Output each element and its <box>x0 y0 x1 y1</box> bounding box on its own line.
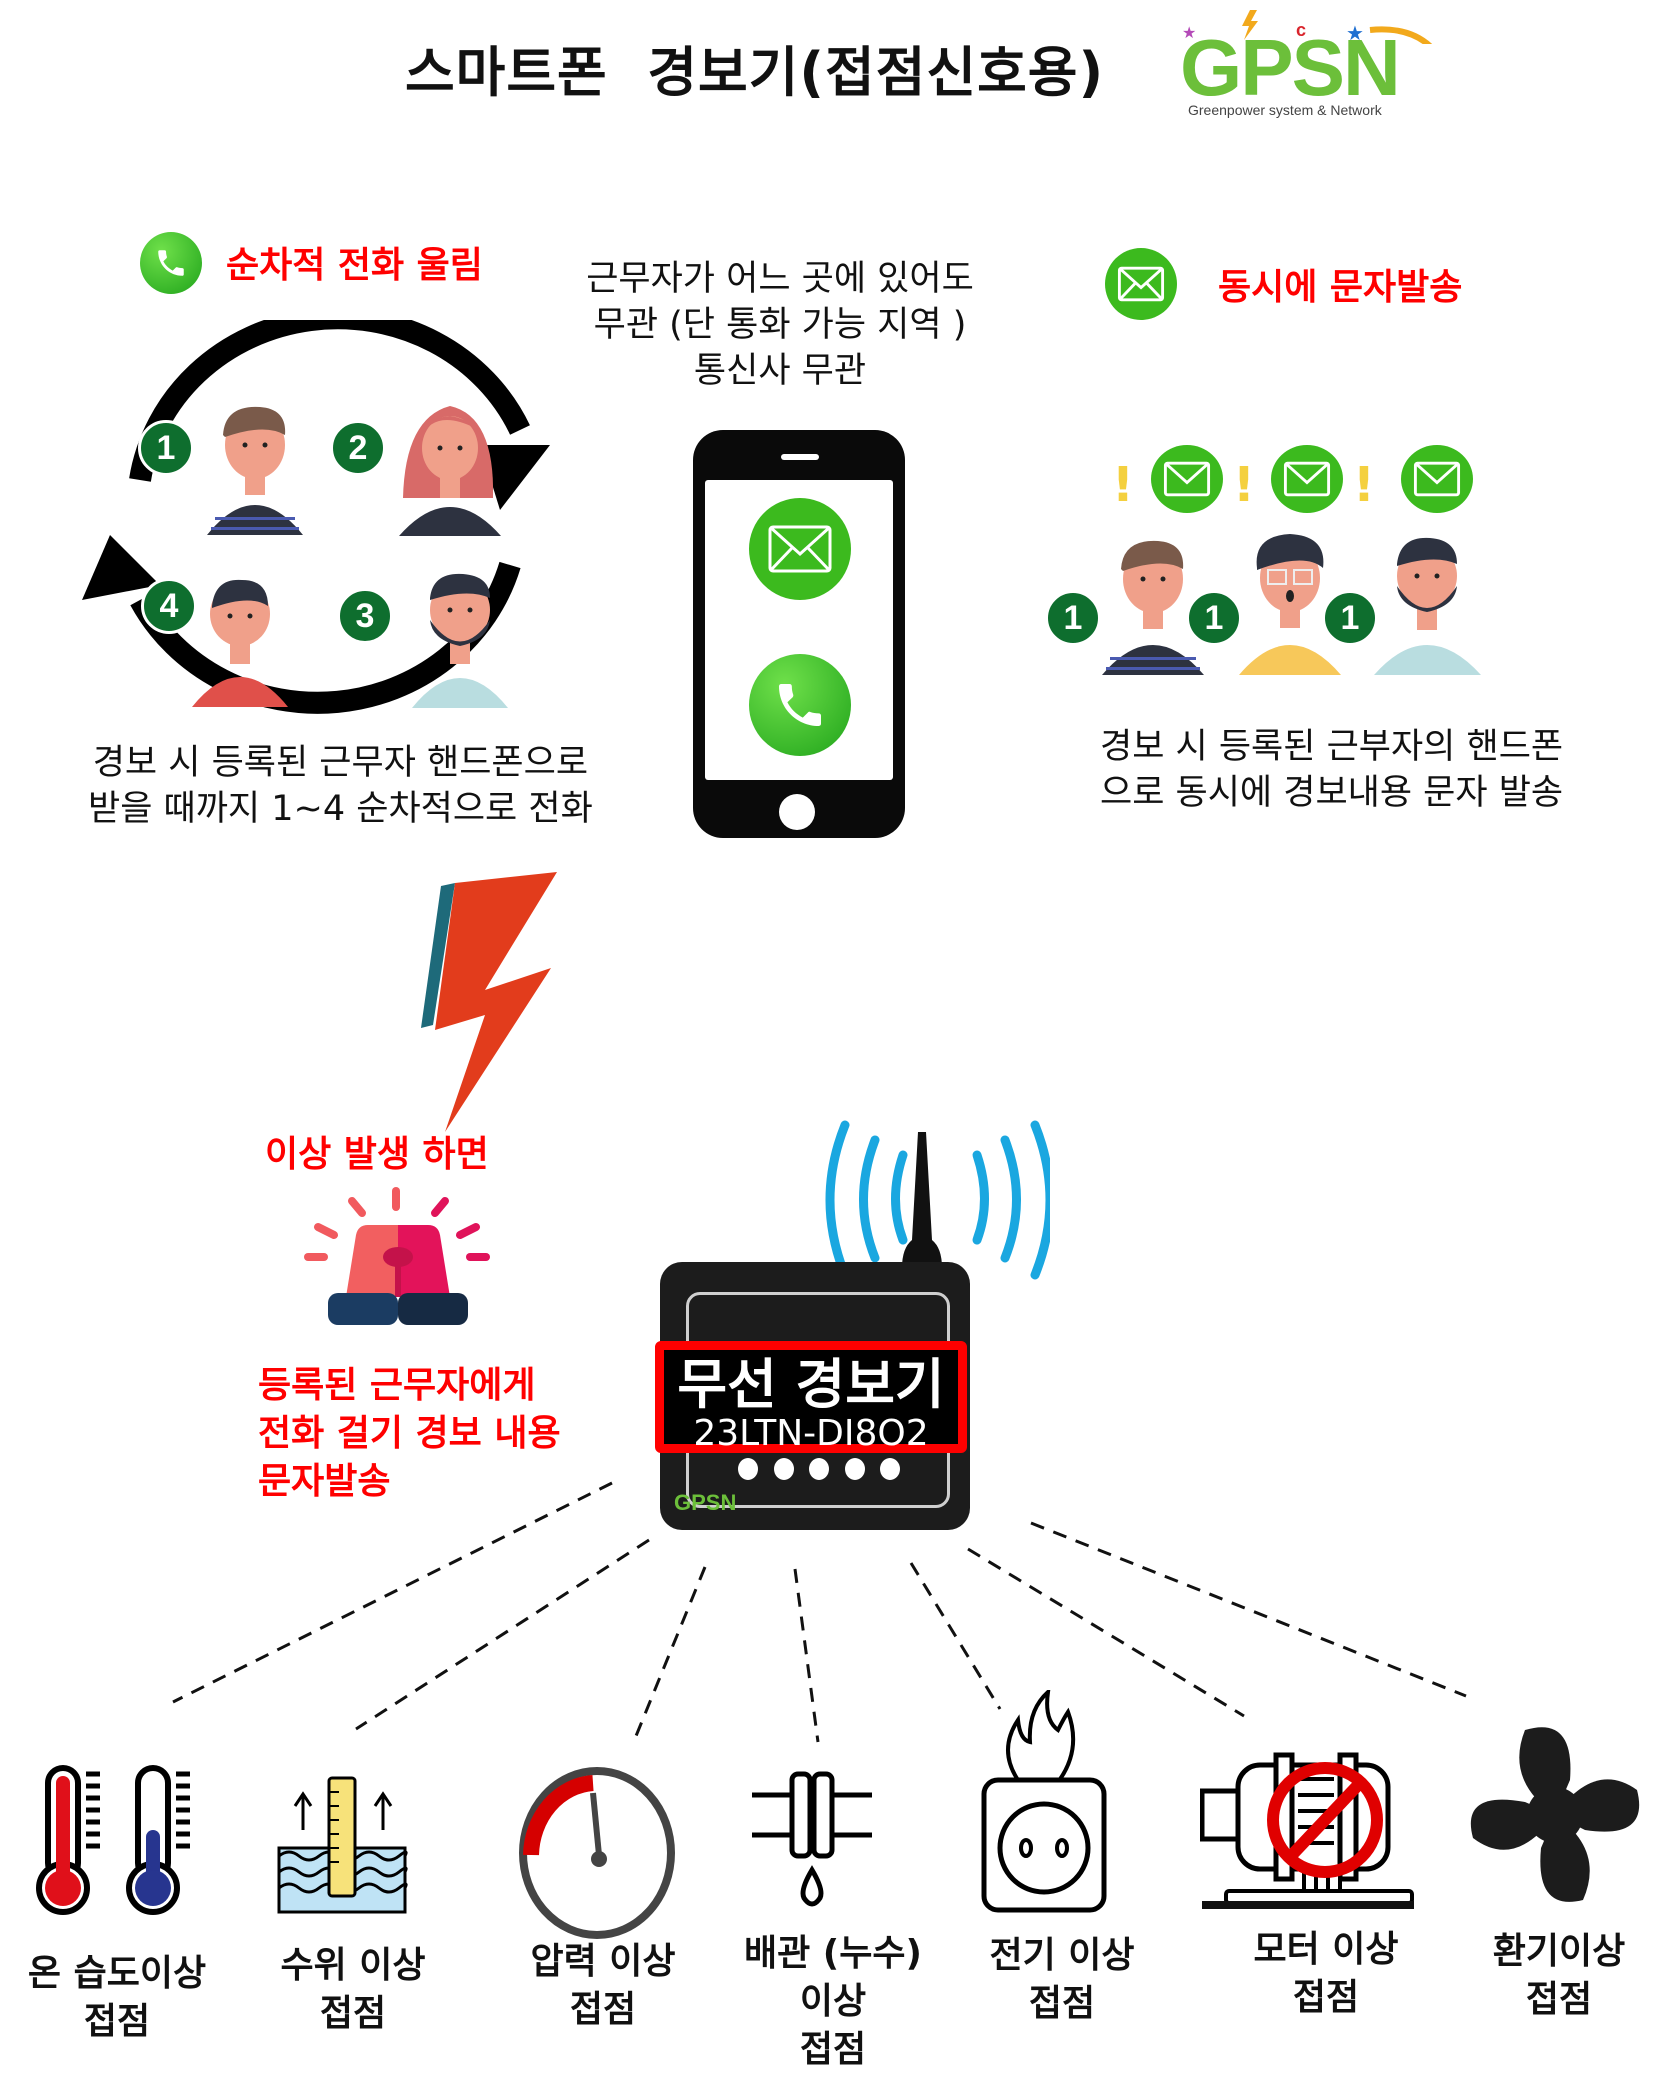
sensor-label-motor: 모터 이상 접점 <box>1253 1929 1399 2018</box>
svg-text:★: ★ <box>1346 21 1364 44</box>
message-icon <box>749 498 851 600</box>
connector-line <box>172 1481 613 1704</box>
sms-person-avatar-3 <box>1374 537 1481 675</box>
phone-icon <box>140 232 202 294</box>
svg-text:★: ★ <box>1182 23 1196 42</box>
person-badge-2: 2 <box>330 420 386 476</box>
thermometer-icon <box>36 1765 190 1915</box>
envelope-icon <box>1401 445 1473 513</box>
sms-badge-2: 1 <box>1186 590 1242 646</box>
motor-icon <box>1200 1752 1414 1909</box>
person-avatar-4 <box>192 579 288 707</box>
person-badge-4: 4 <box>141 578 197 634</box>
logo-subtitle: Greenpower system & Network <box>1188 102 1382 118</box>
gpsn-logo: ★ c ★ GPSN Greenpower system & Network <box>1170 4 1440 124</box>
led-icon <box>809 1458 829 1480</box>
device-name: 무선 경보기 <box>677 1353 945 1416</box>
smartphone-illustration <box>693 430 905 838</box>
electric-outlet-fire-icon <box>981 1690 1107 1913</box>
person-badge-1: 1 <box>138 420 194 476</box>
sensor-label-electric: 전기 이상 접점 <box>989 1935 1135 2024</box>
alarm-trigger-label: 이상 발생 하면 <box>265 1134 489 1175</box>
person-avatar-3 <box>412 573 508 708</box>
svg-text:c: c <box>1296 20 1306 40</box>
envelope-icon <box>1151 445 1223 513</box>
led-icon <box>738 1458 758 1480</box>
sequential-call-description: 경보 시 등록된 근무자 핸드폰으로 받을 때까지 1~4 순차적으로 전화 <box>88 743 593 829</box>
exclamation-icon: ! <box>1233 457 1255 513</box>
sensor-label-pressure: 압력 이상 접점 <box>530 1941 676 2030</box>
fan-icon <box>1470 1727 1640 1902</box>
center-note: 근무자가 어느 곳에 있어도 무관 (단 통화 가능 지역 ) 통신사 무관 <box>586 259 974 391</box>
wifi-signal-icon <box>825 1120 1050 1280</box>
sms-badge-3: 1 <box>1322 590 1378 646</box>
device-label: 무선 경보기 23LTN-DI8O2 <box>655 1341 967 1453</box>
lightning-bolt-icon <box>421 872 557 1132</box>
sms-person-avatar-1 <box>1102 540 1204 675</box>
envelope-icon <box>1105 248 1177 320</box>
antenna-icon <box>902 1132 942 1268</box>
person-avatar-2 <box>399 406 501 536</box>
person-badge-3: 3 <box>337 588 393 644</box>
sms-alerts-row: ! ! ! <box>1105 445 1485 525</box>
sensor-label-temperature-humidity: 온 습도이상 접점 <box>27 1953 207 2042</box>
simultaneous-sms-heading: 동시에 문자발송 <box>1218 267 1463 308</box>
page-title: 스마트폰 경보기(접점신호용) <box>405 41 1105 104</box>
call-icon <box>749 654 851 756</box>
siren-icon <box>304 1187 490 1325</box>
logo-text: GPSN <box>1180 23 1401 112</box>
water-level-icon <box>277 1776 408 1914</box>
simultaneous-sms-description: 경보 시 등록된 근부자의 핸드폰 으로 동시에 경보내용 문자 발송 <box>1100 727 1564 813</box>
sequential-call-heading: 순차적 전화 울림 <box>226 245 483 286</box>
phone-speaker <box>781 454 819 460</box>
alarm-action-text: 등록된 근무자에게 전화 걸기 경보 내용 문자발송 <box>258 1365 561 1502</box>
connector-line <box>793 1568 820 1743</box>
connector-line <box>909 1562 1002 1710</box>
connector-line <box>1030 1521 1467 1698</box>
sms-person-avatar-2 <box>1239 534 1341 675</box>
sensor-label-pipe-leak: 배관 (누수) 이상 접점 <box>744 1933 922 2070</box>
pressure-gauge-icon <box>519 1767 675 1939</box>
led-icon <box>773 1458 794 1480</box>
connector-line <box>634 1566 707 1737</box>
pipe-leak-icon <box>752 1771 872 1907</box>
sensor-label-ventilation: 환기이상 접점 <box>1492 1931 1626 2020</box>
device-model: 23LTN-DI8O2 <box>693 1413 929 1454</box>
led-icon <box>880 1458 900 1480</box>
device-brand: GPSN <box>674 1490 737 1515</box>
phone-home-button <box>779 794 815 830</box>
logo-decoration-icon: ★ c ★ <box>1182 10 1433 44</box>
exclamation-icon: ! <box>1112 457 1134 513</box>
connector-line <box>355 1538 650 1731</box>
device-leds <box>738 1458 900 1480</box>
sms-badge-1: 1 <box>1045 590 1101 646</box>
sensor-label-water-level: 수위 이상 접점 <box>280 1945 426 2034</box>
exclamation-icon: ! <box>1353 457 1375 513</box>
person-avatar-1 <box>207 406 303 535</box>
led-icon <box>844 1458 865 1480</box>
envelope-icon <box>1271 445 1343 513</box>
